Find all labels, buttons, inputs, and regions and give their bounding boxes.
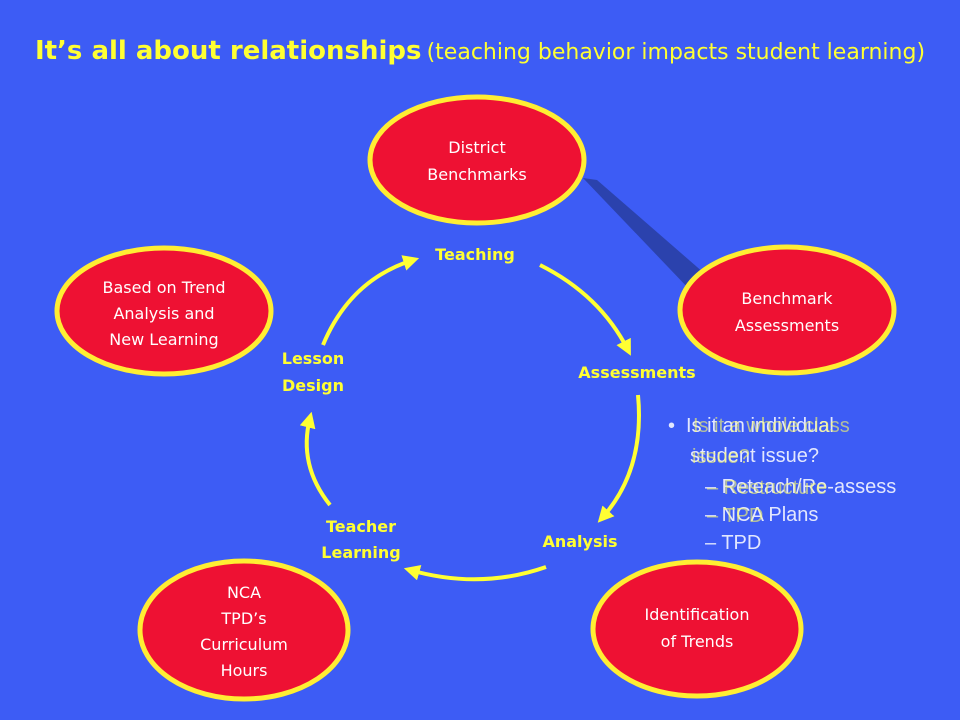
overlay-b-sub-1: – Restructure (707, 477, 827, 499)
arrow-analysis-to-teacher-learning (403, 564, 547, 582)
arrow-lesson-design-to-teaching (321, 255, 420, 346)
oval-nca-line-3: Curriculum (200, 635, 288, 654)
overlay-b-line-2: issue? (692, 446, 750, 468)
overlay-individual-student: • Is it an individual student issue? – R… (668, 415, 896, 554)
overlay-a-line-1: Is it an individual (686, 415, 834, 437)
title-sub: (teaching behavior impacts student learn… (426, 40, 926, 65)
oval-trend-line-1: Based on Trend (102, 278, 225, 297)
oval-nca-line-4: Hours (221, 661, 268, 680)
overlay-a-sub-2: – NCA Plans (705, 504, 818, 526)
cycle-label-teaching: Teaching (435, 245, 515, 264)
cycle-label-lesson: Lesson (282, 349, 344, 368)
oval-shadow (583, 178, 712, 290)
oval-trend-analysis: Based on Trend Analysis and New Learning (54, 245, 274, 377)
overlay-bullet: • (668, 415, 675, 437)
oval-district-line-2: Benchmarks (427, 165, 526, 184)
arrow-teacher-learning-to-lesson-design (299, 411, 332, 507)
oval-identification-line-1: Identification (645, 605, 750, 624)
oval-identification-line-2: of Trends (661, 632, 734, 651)
overlay-whole-class: Is it a whole class issue? – Restructure… (692, 415, 850, 527)
slide-title: It’s all about relationships (teaching b… (0, 36, 960, 66)
oval-district-line-1: District (448, 138, 505, 157)
overlay-b-sub-2: – TPD (707, 505, 763, 527)
arrow-assessments-to-analysis (597, 394, 641, 523)
overlay-b-line-1: Is it a whole class (693, 415, 850, 437)
oval-identification-of-trends: Identification of Trends (590, 559, 804, 699)
cycle-label-learning: Learning (321, 543, 400, 562)
overlay-a-sub-1: – Reteach/Re-assess (705, 476, 896, 498)
oval-nca-line-2: TPD’s (220, 609, 266, 628)
oval-trend-line-2: Analysis and (113, 304, 214, 323)
title-main: It’s all about relationships (34, 36, 422, 66)
cycle-label-assessments: Assessments (578, 363, 695, 382)
oval-benchmark-assessments: Benchmark Assessments (677, 244, 897, 376)
oval-benchmark-line-2: Assessments (735, 316, 839, 335)
oval-district-benchmarks: District Benchmarks (367, 94, 587, 226)
overlay-a-sub-3: – TPD (705, 532, 761, 554)
oval-trend-line-3: New Learning (109, 330, 218, 349)
oval-nca-line-1: NCA (227, 583, 261, 602)
cycle-label-design: Design (282, 376, 344, 395)
oval-nca-tpd: NCA TPD’s Curriculum Hours (137, 558, 351, 702)
cycle-label-teacher: Teacher (326, 517, 396, 536)
arrow-teaching-to-assessments (539, 263, 631, 356)
cycle-label-analysis: Analysis (542, 532, 617, 551)
oval-benchmark-line-1: Benchmark (741, 289, 833, 308)
overlay-a-line-2: student issue? (690, 445, 819, 467)
